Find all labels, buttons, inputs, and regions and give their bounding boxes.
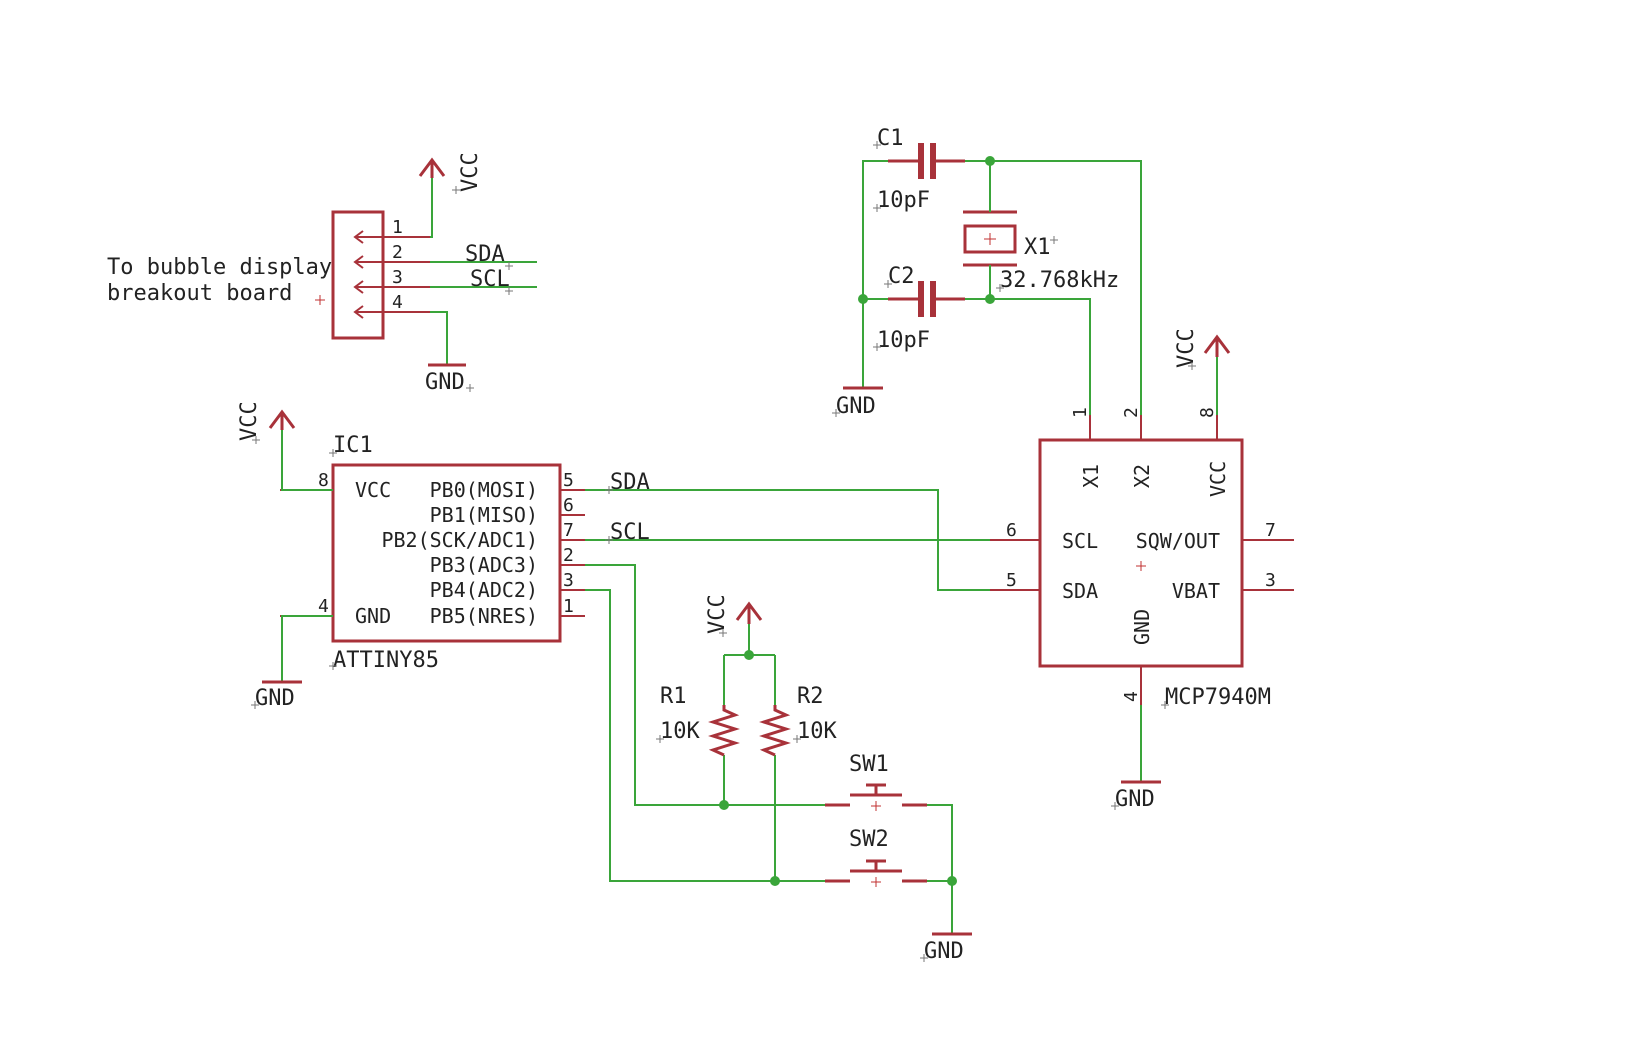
- rtc-value: MCP7940M: [1165, 685, 1271, 710]
- ic1-pin-num-2: 2: [563, 545, 574, 566]
- vcc-symbol-2: VCC: [237, 401, 296, 441]
- ic1-pin-num-6: 6: [563, 495, 574, 516]
- r2-value: 10K: [797, 719, 837, 744]
- rtc-pin-num-5: 5: [1006, 570, 1017, 591]
- gnd-label-5: GND: [924, 939, 964, 964]
- vcc-symbol-4: VCC: [705, 594, 763, 634]
- r1: R1 10K: [660, 684, 740, 757]
- note-line-1: To bubble display: [107, 255, 332, 280]
- gnd-label-2: GND: [255, 686, 295, 711]
- connector: 1 2 3 4: [315, 210, 430, 340]
- gnd-symbol-1: GND: [425, 363, 466, 395]
- rtc-pin-num-6: 6: [1006, 520, 1017, 541]
- x1-name: X1: [1024, 235, 1051, 260]
- rtc-pin-vcc: VCC: [1206, 461, 1230, 497]
- rtc-pin-num-1: 1: [1070, 407, 1091, 418]
- gnd-symbol-4: GND: [1115, 780, 1161, 812]
- r2: R2 10K: [759, 684, 837, 757]
- rtc-pin-sda: SDA: [1062, 579, 1098, 603]
- ic1: 8 4 VCC GND PB0(MOSI) PB1(MISO) PB2(SCK/…: [280, 433, 585, 673]
- ic1-pin-pb3: PB3(ADC3): [430, 553, 538, 577]
- crystal-wires: [862, 160, 1142, 440]
- c1-value: 10pF: [877, 188, 930, 213]
- note-line-2: breakout board: [107, 281, 292, 306]
- ic1-pin-num-1: 1: [563, 596, 574, 617]
- ic1-pin-num-5: 5: [563, 470, 574, 491]
- ic1-pin-pb5: PB5(NRES): [430, 604, 538, 628]
- r1-name: R1: [660, 684, 687, 709]
- rtc-pin-num-3: 3: [1265, 570, 1276, 591]
- ic1-pin-num-4: 4: [318, 596, 329, 617]
- vcc-symbol-3: VCC: [1174, 328, 1231, 368]
- ic1-pin-gnd: GND: [355, 604, 391, 628]
- c2-name: C2: [888, 264, 915, 289]
- ic1-name: IC1: [333, 433, 373, 458]
- rtc-mcp7940m: 1 2 8 X1 X2 VCC 6 5 SCL SDA 7 3 SQW/OUT …: [990, 407, 1294, 710]
- gnd-symbol-3: GND: [836, 386, 883, 419]
- rtc-pin-num-4: 4: [1121, 691, 1142, 702]
- ic1-pin-num-7: 7: [563, 520, 574, 541]
- connector-net-sda: SDA: [465, 242, 505, 267]
- ic1-pin-num-3: 3: [563, 570, 574, 591]
- switch-wires: [927, 804, 953, 934]
- gnd-symbol-5: GND: [924, 932, 972, 964]
- vcc-label-1: VCC: [458, 152, 483, 192]
- ic1-body: [331, 463, 562, 643]
- c2: C2 10pF: [877, 264, 965, 353]
- ic1-pin-num-8: 8: [318, 470, 329, 491]
- vcc-label-4: VCC: [705, 594, 730, 634]
- rtc-pin-num-2: 2: [1121, 407, 1142, 418]
- rtc-pin-x1: X1: [1079, 464, 1103, 488]
- sw2-name: SW2: [849, 827, 889, 852]
- sw1: SW1: [825, 752, 927, 811]
- connector-pin-2: 2: [392, 242, 403, 263]
- r2-name: R2: [797, 684, 824, 709]
- connector-pin-4: 4: [392, 292, 403, 313]
- ic1-pin-vcc: VCC: [355, 478, 391, 502]
- x1-value: 32.768kHz: [1000, 268, 1119, 293]
- connector-wires: [430, 170, 537, 365]
- rtc-pin-sqw: SQW/OUT: [1136, 529, 1220, 553]
- ic1-net-sda: SDA: [610, 470, 650, 495]
- gnd-label-4: GND: [1115, 787, 1155, 812]
- ic1-net-scl: SCL: [610, 520, 650, 545]
- ic1-pin-pb2: PB2(SCK/ADC1): [381, 528, 538, 552]
- vcc-symbol-1: VCC: [418, 152, 483, 192]
- rtc-pin-num-7: 7: [1265, 520, 1276, 541]
- x1-crystal: X1 32.768kHz: [963, 210, 1119, 293]
- ic1-pin-pb1: PB1(MISO): [430, 503, 538, 527]
- sw2: SW2: [825, 827, 927, 887]
- gnd-label-3: GND: [836, 394, 876, 419]
- rtc-pin-scl: SCL: [1062, 529, 1098, 553]
- c1-name: C1: [877, 126, 904, 151]
- rtc-pin-num-8: 8: [1197, 407, 1218, 418]
- sw1-name: SW1: [849, 752, 889, 777]
- ic1-pin-pb4: PB4(ADC2): [430, 578, 538, 602]
- ic1-pin-pb0: PB0(MOSI): [430, 478, 538, 502]
- connector-pin-1: 1: [392, 217, 403, 238]
- rtc-pin-x2: X2: [1130, 464, 1154, 488]
- connector-pin-3: 3: [392, 267, 403, 288]
- ic1-value: ATTINY85: [333, 648, 439, 673]
- vcc-label-2: VCC: [237, 401, 262, 441]
- rtc-pin-vbat: VBAT: [1172, 579, 1220, 603]
- vcc-label-3: VCC: [1174, 328, 1199, 368]
- rtc-pin-gnd: GND: [1130, 609, 1154, 645]
- c2-value: 10pF: [877, 328, 930, 353]
- gnd-label-1: GND: [425, 370, 465, 395]
- connector-net-scl: SCL: [470, 267, 510, 292]
- r1-value: 10K: [660, 719, 700, 744]
- c1: C1 10pF: [877, 126, 965, 213]
- connector-body: [331, 210, 385, 340]
- gnd-symbol-2: GND: [255, 680, 302, 711]
